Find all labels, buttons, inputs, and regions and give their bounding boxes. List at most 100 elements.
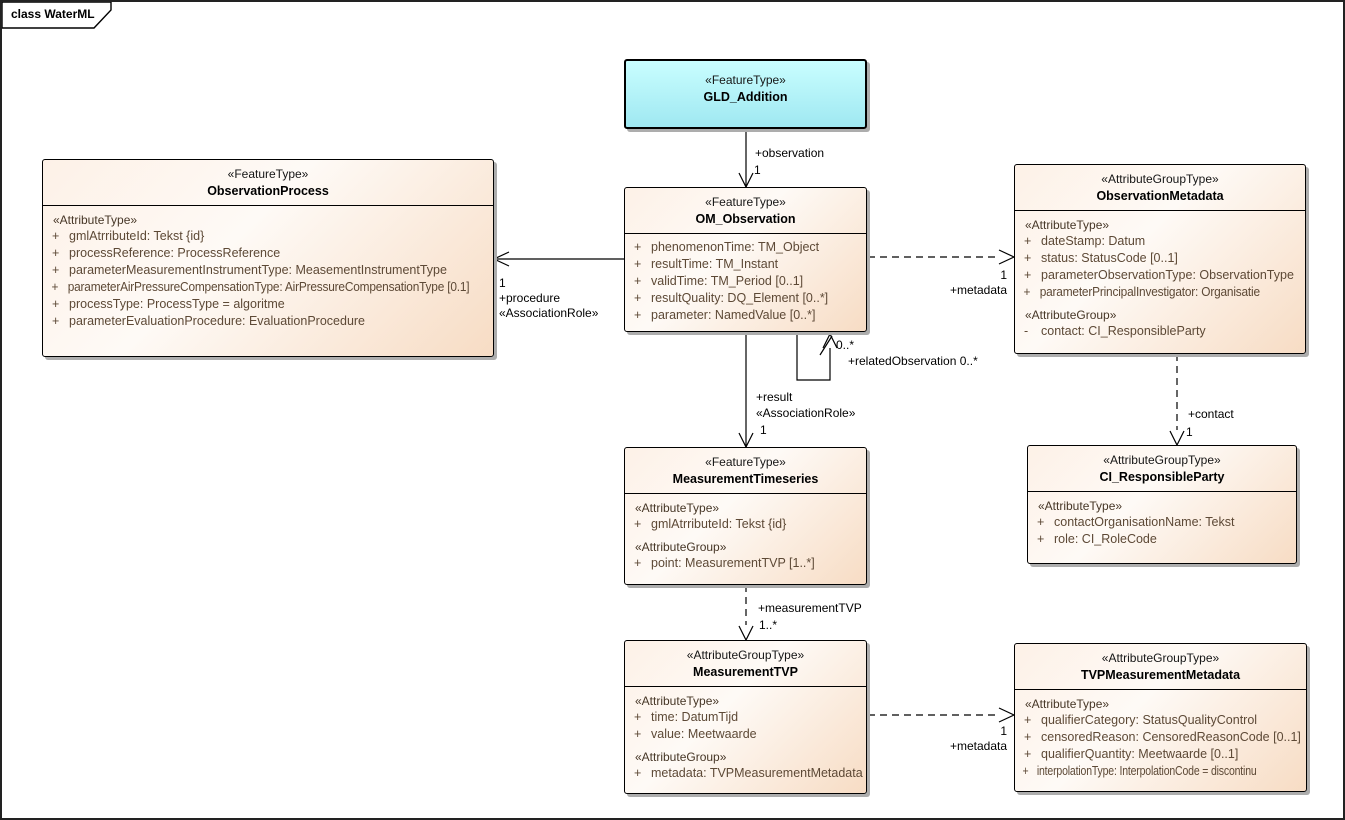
attribute-row: +parameterObservationType: ObservationTy…: [1015, 267, 1302, 284]
visibility: -: [1024, 324, 1029, 338]
attribute-text: parameterAirPressureCompensationType: Ai…: [67, 280, 470, 294]
class-stereotype: «AttributeGroupType»: [1103, 453, 1221, 467]
visibility: +: [634, 291, 642, 305]
attribute-compartment: «AttributeType» +gmlAtrributeId: Tekst {…: [625, 494, 866, 572]
attribute-compartment: «AttributeType» +gmlAtrributeId: Tekst {…: [43, 206, 493, 330]
attribute-text: processReference: ProcessReference: [69, 246, 281, 260]
visibility: +: [51, 280, 59, 294]
class-header: «FeatureType» GLD_Addition: [626, 61, 865, 111]
visibility: +: [52, 263, 60, 277]
visibility: +: [634, 257, 642, 271]
class-stereotype: «FeatureType»: [705, 455, 786, 469]
connector-result[interactable]: [738, 332, 754, 449]
attribute-text: status: StatusCode [0..1]: [1041, 251, 1178, 265]
visibility: +: [1024, 747, 1032, 761]
attribute-text: parameterObservationType: ObservationTyp…: [1041, 268, 1294, 282]
attribute-text: parameter: NamedValue [0..*]: [651, 308, 816, 322]
attribute-row: + status: StatusCode [0..1]: [1015, 250, 1302, 267]
attribute-row: + gmlAtrributeId: Tekst {id}: [43, 228, 490, 245]
visibility: +: [1024, 713, 1032, 727]
class-measurement-timeseries[interactable]: «FeatureType» MeasurementTimeseries «Att…: [624, 447, 867, 585]
attribute-text: phenomenonTime: TM_Object: [651, 240, 820, 254]
visibility: +: [52, 297, 60, 311]
visibility: +: [634, 727, 642, 741]
attribute-text: parameterMeasurementInstrumentType: Meas…: [69, 263, 447, 277]
visibility: +: [1024, 234, 1032, 248]
connector-procedure[interactable]: [492, 251, 624, 267]
class-stereotype: «AttributeGroupType»: [1101, 651, 1220, 665]
attribute-text: parameterEvaluationProcedure: Evaluation…: [69, 314, 366, 328]
visibility: +: [634, 710, 642, 724]
label-metadata-top-mult: 1: [1000, 268, 1007, 282]
class-observation-process[interactable]: «FeatureType» ObservationProcess «Attrib…: [42, 159, 494, 357]
label-procedure-mult: 1: [499, 276, 506, 290]
section-label: «AttributeGroup»: [635, 750, 727, 764]
class-header: «FeatureType» ObservationProcess: [43, 160, 493, 206]
label-procedure-stereotype: «AssociationRole»: [499, 306, 599, 320]
connector-contact[interactable]: [1169, 354, 1185, 447]
section-label: «AttributeGroup»: [635, 540, 727, 554]
attribute-text: metadata: TVPMeasurementMetadata: [651, 766, 863, 780]
class-stereotype: «AttributeGroupType»: [1101, 172, 1219, 186]
attribute-row: +interpolationType: InterpolationCode = …: [1015, 763, 1257, 780]
section-label: «AttributeType»: [635, 694, 720, 708]
label-related-mult: 0..*: [836, 338, 855, 352]
visibility: +: [1024, 251, 1032, 265]
visibility: +: [52, 314, 60, 328]
attribute-row: + processReference: ProcessReference: [43, 245, 490, 262]
visibility: +: [52, 229, 60, 243]
attribute-row: + phenomenonTime: TM_Object: [625, 239, 863, 256]
visibility: +: [634, 240, 642, 254]
visibility: +: [634, 766, 642, 780]
attribute-row: +gmlAtrributeId: Tekst {id}: [625, 516, 863, 533]
attribute-compartment: «AttributeType» +qualifierCategory: Stat…: [1015, 690, 1306, 780]
connector-measurement-tvp[interactable]: [738, 585, 754, 642]
class-tvp-measurement-metadata[interactable]: «AttributeGroupType» TVPMeasurementMetad…: [1014, 643, 1307, 792]
attribute-text: censoredReason: CensoredReasonCode [0..1…: [1041, 730, 1301, 744]
attribute-row: +dateStamp: Datum: [1015, 233, 1302, 250]
attribute-row: +qualifierQuantity: Meetwaarde [0..1]: [1015, 746, 1303, 763]
attribute-row: +qualifierCategory: StatusQualityControl: [1015, 712, 1303, 729]
attribute-row: +parameterPrincipalInvestigator: Organis…: [1015, 284, 1288, 301]
attribute-row: +value: Meetwaarde: [625, 726, 863, 743]
class-observation-metadata[interactable]: «AttributeGroupType» ObservationMetadata…: [1014, 164, 1306, 354]
attribute-row: +resultQuality: DQ_Element [0..*]: [625, 290, 863, 307]
connector-metadata-top[interactable]: [868, 249, 1016, 265]
label-observation-role: +observation: [755, 146, 825, 160]
connector-related-observation[interactable]: [796, 332, 838, 381]
attribute-row: +resultTime: TM_Instant: [625, 256, 863, 273]
visibility: +: [634, 517, 642, 531]
attribute-row: +validTime: TM_Period [0..1]: [625, 273, 863, 290]
class-om-observation[interactable]: «FeatureType» OM_Observation + phenomenon…: [624, 187, 867, 332]
visibility: +: [1024, 730, 1032, 744]
attribute-row: -contact: CI_ResponsibleParty: [1015, 323, 1302, 340]
label-result-mult: 1: [760, 423, 767, 437]
class-name: GLD_Addition: [703, 90, 788, 104]
connector-metadata-bottom[interactable]: [868, 707, 1016, 723]
class-name: TVPMeasurementMetadata: [1080, 668, 1241, 682]
class-header: «FeatureType» OM_Observation: [625, 188, 866, 234]
visibility: +: [634, 274, 642, 288]
connector-observation[interactable]: [738, 130, 754, 189]
attribute-text: contactOrganisationName: Tekst: [1054, 515, 1235, 529]
attribute-text: point: MeasurementTVP [1..*]: [651, 556, 815, 570]
attribute-compartment: + phenomenonTime: TM_Object +resultTime: …: [625, 234, 866, 324]
section-label: «AttributeGroup»: [1025, 308, 1117, 322]
attribute-row: +role: CI_RoleCode: [1028, 531, 1293, 548]
class-stereotype: «AttributeGroupType»: [686, 648, 805, 662]
class-name: MeasurementTimeseries: [672, 472, 819, 486]
class-stereotype: «FeatureType»: [705, 73, 786, 87]
attribute-text: gmlAtrributeId: Tekst {id}: [69, 229, 205, 243]
label-related-role: +relatedObservation 0..*: [848, 354, 978, 368]
class-header: «AttributeGroupType» ObservationMetadata: [1015, 165, 1305, 211]
class-ci-responsible-party[interactable]: «AttributeGroupType» CI_ResponsibleParty…: [1027, 445, 1297, 564]
label-metadata-bottom-mult: 1: [1000, 724, 1007, 738]
visibility: +: [52, 246, 60, 260]
class-gld-addition[interactable]: «FeatureType» GLD_Addition: [624, 59, 867, 129]
class-measurement-tvp[interactable]: «AttributeGroupType» MeasurementTVP «Att…: [624, 640, 867, 794]
attribute-row: +time: DatumTijd: [625, 709, 863, 726]
attribute-text: interpolationType: InterpolationCode = d…: [1036, 764, 1257, 778]
label-result-role: +result: [756, 390, 793, 404]
